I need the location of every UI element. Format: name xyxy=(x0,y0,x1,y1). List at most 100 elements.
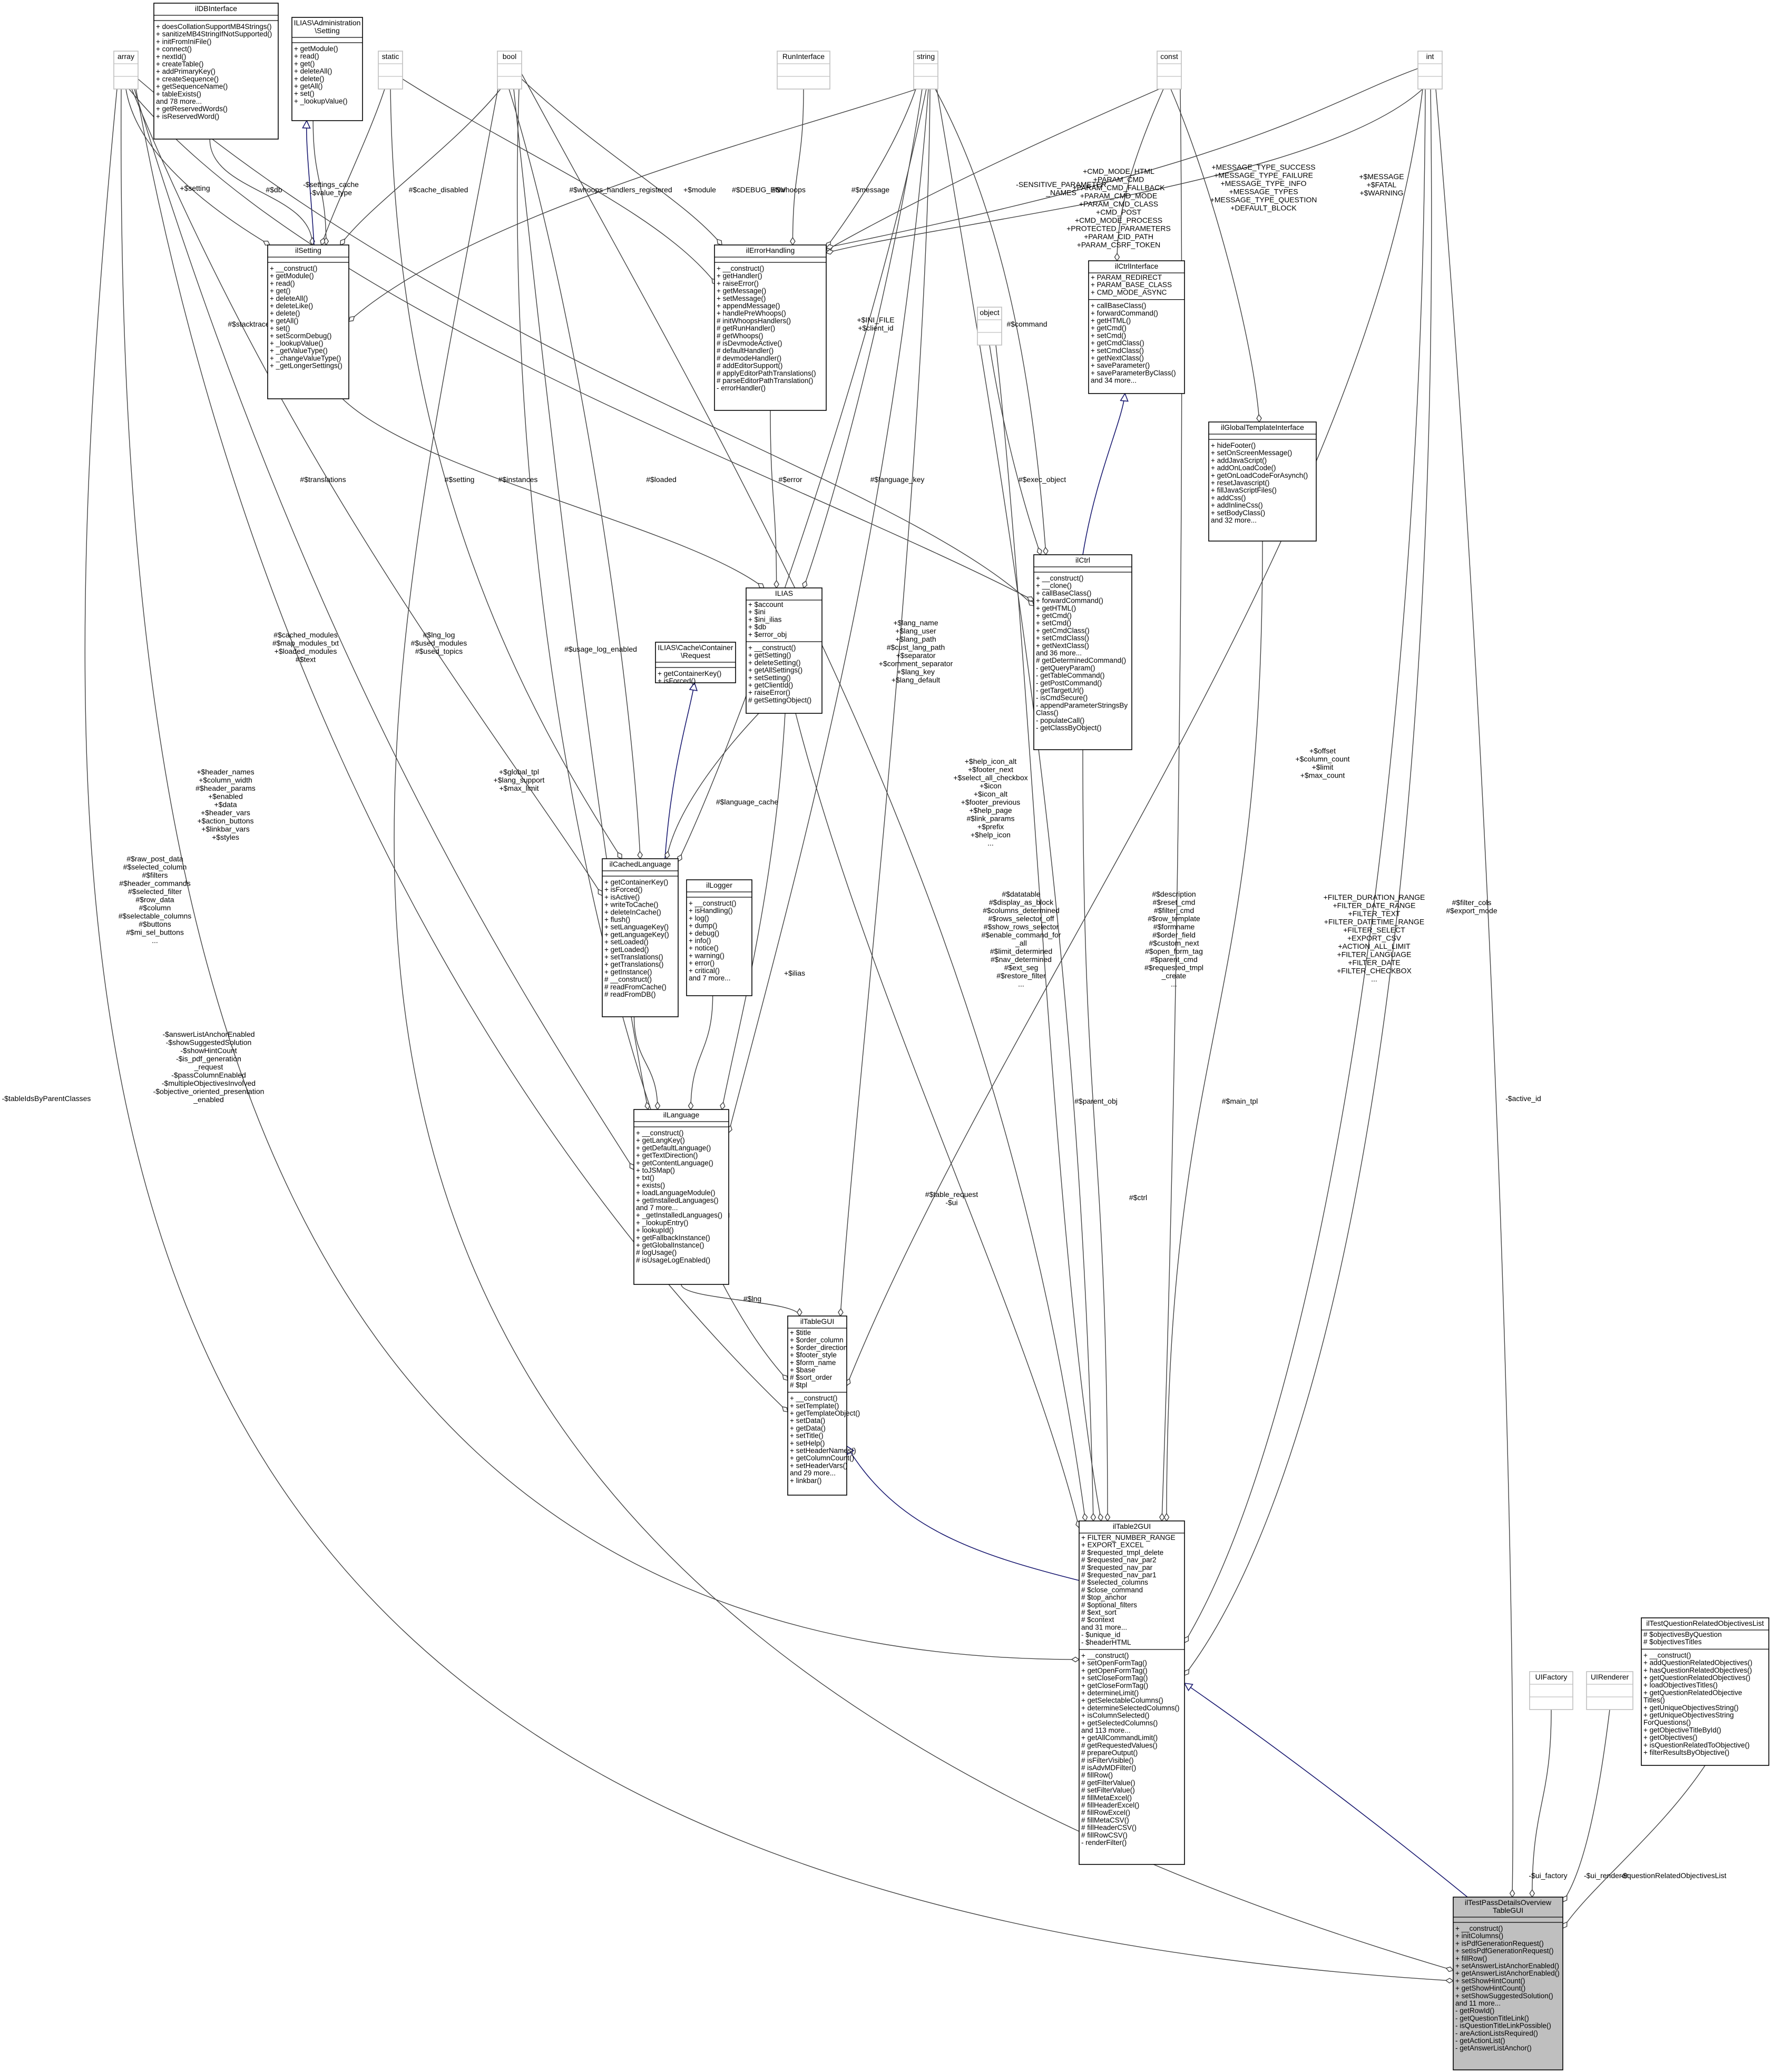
edge-int-ctrl xyxy=(825,68,1418,250)
edge-ilias-cachedlanguage xyxy=(664,713,759,860)
edge-string-ilsetting xyxy=(348,89,917,322)
class-uirenderer[interactable]: UIRenderer xyxy=(1586,1671,1633,1710)
edge-static-cachedlanguage xyxy=(390,89,622,860)
edge-runinterface-errorhandling xyxy=(790,89,804,246)
edge-string-ctrl-diamond xyxy=(1043,546,1049,556)
class-array[interactable]: array xyxy=(113,51,139,90)
class-name-objectiveslist: ilTestQuestionRelatedObjectivesList xyxy=(1646,1619,1764,1627)
class-box-string xyxy=(913,51,938,90)
edge-bool-ilsetting-line xyxy=(340,89,501,246)
edge-label-l-cmd-mode: +CMD_MODE_HTML+PARAM_CMD+PARAM_CMD_FALLB… xyxy=(1066,167,1171,249)
class-runinterface[interactable]: RunInterface xyxy=(777,51,830,90)
edge-string-cachedlanguage xyxy=(677,89,927,862)
edge-labels-layer: +$setting#$db-$settings_cache-$value_typ… xyxy=(2,163,1727,1880)
class-ilglobaltemplate[interactable]: ilGlobalTemplateInterface+ hideFooter()+… xyxy=(1208,421,1317,542)
edge-label-l-description: #$description#$reset_cmd#$filter_cmd#$ro… xyxy=(1144,890,1203,988)
edge-label-l-ini-file: +$INI_FILE+$client_id xyxy=(857,316,894,332)
edge-label-l-parent-obj: #$parent_obj xyxy=(1074,1097,1118,1105)
class-name-object: object xyxy=(980,308,999,317)
edge-array-table2gui-line xyxy=(121,89,1080,1660)
class-iltablegui[interactable]: ilTableGUI+ $title+ $order_column+ $orde… xyxy=(787,1315,860,1496)
edge-string-language-line xyxy=(728,89,929,1133)
edge-array-main-diamond xyxy=(1445,1978,1454,1983)
edge-label-l-lng-log: #$lng_log#$used_modules#$used_topics xyxy=(411,631,467,655)
class-name-illogger: ilLogger xyxy=(706,881,732,889)
edge-array-ctrl-line xyxy=(138,78,1034,606)
class-cacherequest[interactable]: ILIAS\Cache\Container\Request+ getContai… xyxy=(655,642,736,685)
edge-iliassetting-impl-arrowhead xyxy=(302,120,311,129)
edge-array-ctrl xyxy=(138,78,1034,606)
edge-bool-table2gui-line xyxy=(521,73,1086,1521)
class-name-ilctrl: ilCtrl xyxy=(1075,556,1090,564)
edge-int-table2gui-b-line xyxy=(1184,89,1432,1676)
edge-object-table2gui-diamond xyxy=(1098,1513,1103,1522)
edge-int-errorhandling-line xyxy=(826,89,1423,253)
class-ilctrlinterface[interactable]: ilCtrlInterface+ PARAM_REDIRECT+ PARAM_B… xyxy=(1088,260,1185,394)
edge-label-l-language-cache: #$language_cache xyxy=(716,798,779,806)
edge-string-ilsetting-line xyxy=(348,89,917,322)
edge-string-errorhandling xyxy=(826,89,916,249)
edge-label-l-setting-array: +$setting xyxy=(180,184,210,192)
edge-array-ilctrl-b-diamond xyxy=(1026,596,1035,602)
class-box-uifactory xyxy=(1529,1671,1573,1710)
class-name-ilerrorhandling: ilErrorHandling xyxy=(746,246,795,254)
edge-const-globaltemplate xyxy=(1170,89,1262,423)
edge-ilias-language-diamond xyxy=(720,1101,726,1111)
class-static[interactable]: static xyxy=(378,51,403,90)
edge-label-l-usage-log: #$usage_log_enabled xyxy=(564,645,637,653)
class-ilsetting[interactable]: ilSetting+ __construct()+ getModule()+ r… xyxy=(267,244,349,399)
edge-objectiveslist-main xyxy=(1562,1765,1706,1929)
edge-object-ctrl-line xyxy=(989,345,1041,555)
edge-int-table2gui-b xyxy=(1184,89,1432,1676)
edge-errorhandling-ilias xyxy=(770,410,779,589)
edge-label-l-command: #$command xyxy=(1006,320,1047,328)
class-operations-cacherequest: + getContainerKey()+ isForced() xyxy=(658,670,721,685)
edge-array-tablegui-line xyxy=(135,89,788,1412)
edge-label-l-module: +$module xyxy=(683,185,716,194)
edge-label-l-translations: #$translations xyxy=(300,475,346,484)
edge-const-ctrlinterface-line xyxy=(1117,89,1164,261)
class-objectiveslist[interactable]: ilTestQuestionRelatedObjectivesList# $ob… xyxy=(1641,1617,1769,1766)
class-ilctrl[interactable]: ilCtrl+ __construct()+ __clone()+ callBa… xyxy=(1033,554,1132,750)
edge-runinterface-errorhandling-diamond xyxy=(790,237,796,246)
class-box-ilias xyxy=(746,587,823,714)
class-object[interactable]: object xyxy=(977,307,1002,346)
edge-ildbinterface-ilsetting xyxy=(209,139,316,246)
edge-static-errorhandling-line xyxy=(402,78,717,285)
class-ilias[interactable]: ILIAS+ $account+ $ini+ $ini_ilias+ $db+ … xyxy=(746,587,823,714)
edge-label-l-debug-env: #$DEBUG_ENV xyxy=(732,185,786,194)
class-iltable2gui[interactable]: ilTable2GUI+ FILTER_NUMBER_RANGE+ EXPORT… xyxy=(1079,1520,1185,1865)
class-operations-ildbinterface: + doesCollationSupportMB4Strings()+ sani… xyxy=(156,23,272,120)
class-int[interactable]: int xyxy=(1417,51,1443,90)
class-box-ilerrorhandling xyxy=(714,244,827,411)
class-ilcachedlanguage[interactable]: ilCachedLanguage+ getContainerKey()+ isF… xyxy=(602,858,679,1017)
edge-label-l-setting-static: #$setting xyxy=(445,475,475,484)
class-uifactory[interactable]: UIFactory xyxy=(1529,1671,1573,1710)
class-string[interactable]: string xyxy=(913,51,938,90)
edge-label-l-exec-object: #$exec_object xyxy=(1019,475,1066,484)
class-illanguage[interactable]: ilLanguage+ __construct()+ getLangKey()+… xyxy=(633,1109,729,1285)
edge-int-main xyxy=(1435,89,1515,1898)
class-illogger[interactable]: ilLogger+ __construct()+ isHandling()+ l… xyxy=(686,879,752,996)
edge-int-table2gui-a xyxy=(1184,89,1426,1644)
edge-array-ctrl-diamond xyxy=(1027,600,1034,606)
edge-array-table2gui xyxy=(121,89,1080,1663)
edge-cacherequest-cachedlanguage-arrowhead xyxy=(689,682,698,691)
edge-object-ctrl-diamond xyxy=(1036,547,1042,556)
class-box-object xyxy=(977,307,1002,346)
class-name-iliassetting: ILIAS\Administration\Setting xyxy=(294,18,361,35)
class-iliassetting[interactable]: ILIAS\Administration\Setting+ getModule(… xyxy=(291,17,363,121)
class-ilerrorhandling[interactable]: ilErrorHandling+ __construct()+ getHandl… xyxy=(714,244,827,411)
class-box-ildbinterface xyxy=(153,3,279,140)
edge-language-tablegui-line xyxy=(681,1284,800,1317)
edge-string-ctrl xyxy=(935,89,1049,556)
class-box-runinterface xyxy=(777,51,830,90)
class-operations-iltable2gui: + __construct()+ setOpenFormTag()+ getOp… xyxy=(1081,1652,1179,1847)
class-bool[interactable]: bool xyxy=(497,51,522,90)
class-ildbinterface[interactable]: ilDBInterface+ doesCollationSupportMB4St… xyxy=(153,3,279,140)
edge-table2gui-main-arrowhead xyxy=(1183,1682,1193,1692)
class-const[interactable]: const xyxy=(1157,51,1182,90)
edge-array-ilsetting-line xyxy=(125,89,270,246)
